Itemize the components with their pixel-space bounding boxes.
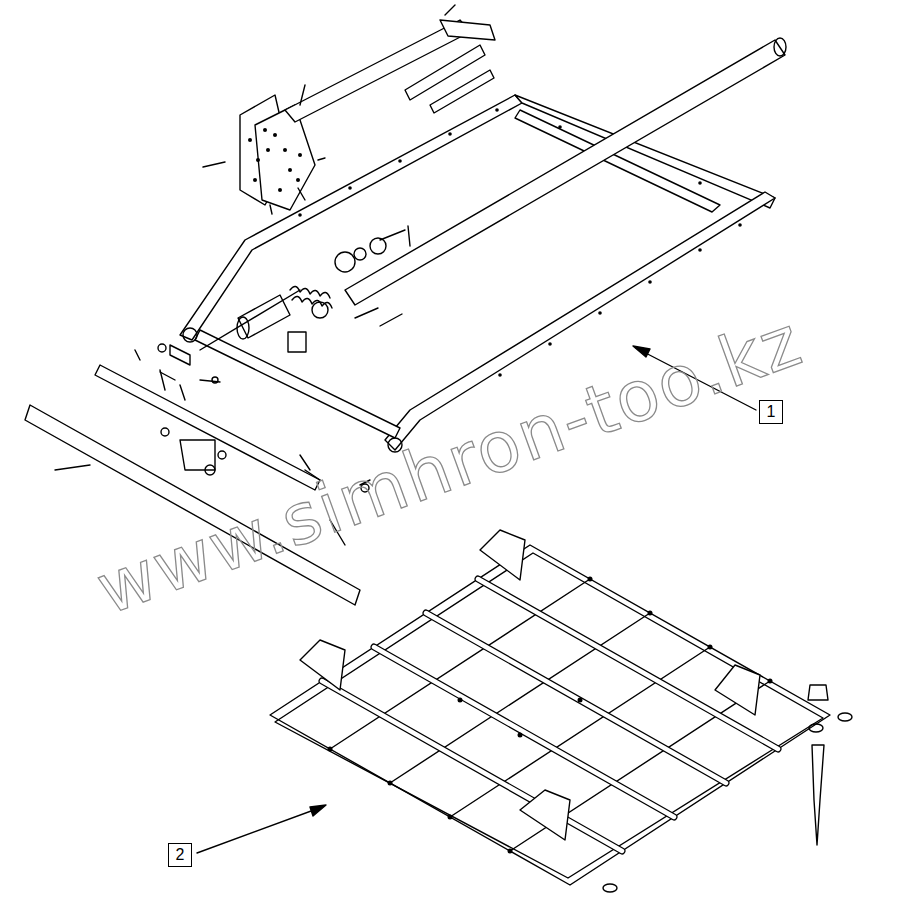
harrow-frame bbox=[270, 530, 852, 892]
callout-number: 1 bbox=[767, 404, 776, 420]
callout-box: 2 bbox=[168, 843, 192, 867]
pivot-arm bbox=[203, 5, 495, 214]
callout-box: 1 bbox=[759, 400, 783, 424]
watermark: www.simhron-too.kz bbox=[87, 299, 813, 630]
callout-number: 2 bbox=[176, 847, 185, 863]
